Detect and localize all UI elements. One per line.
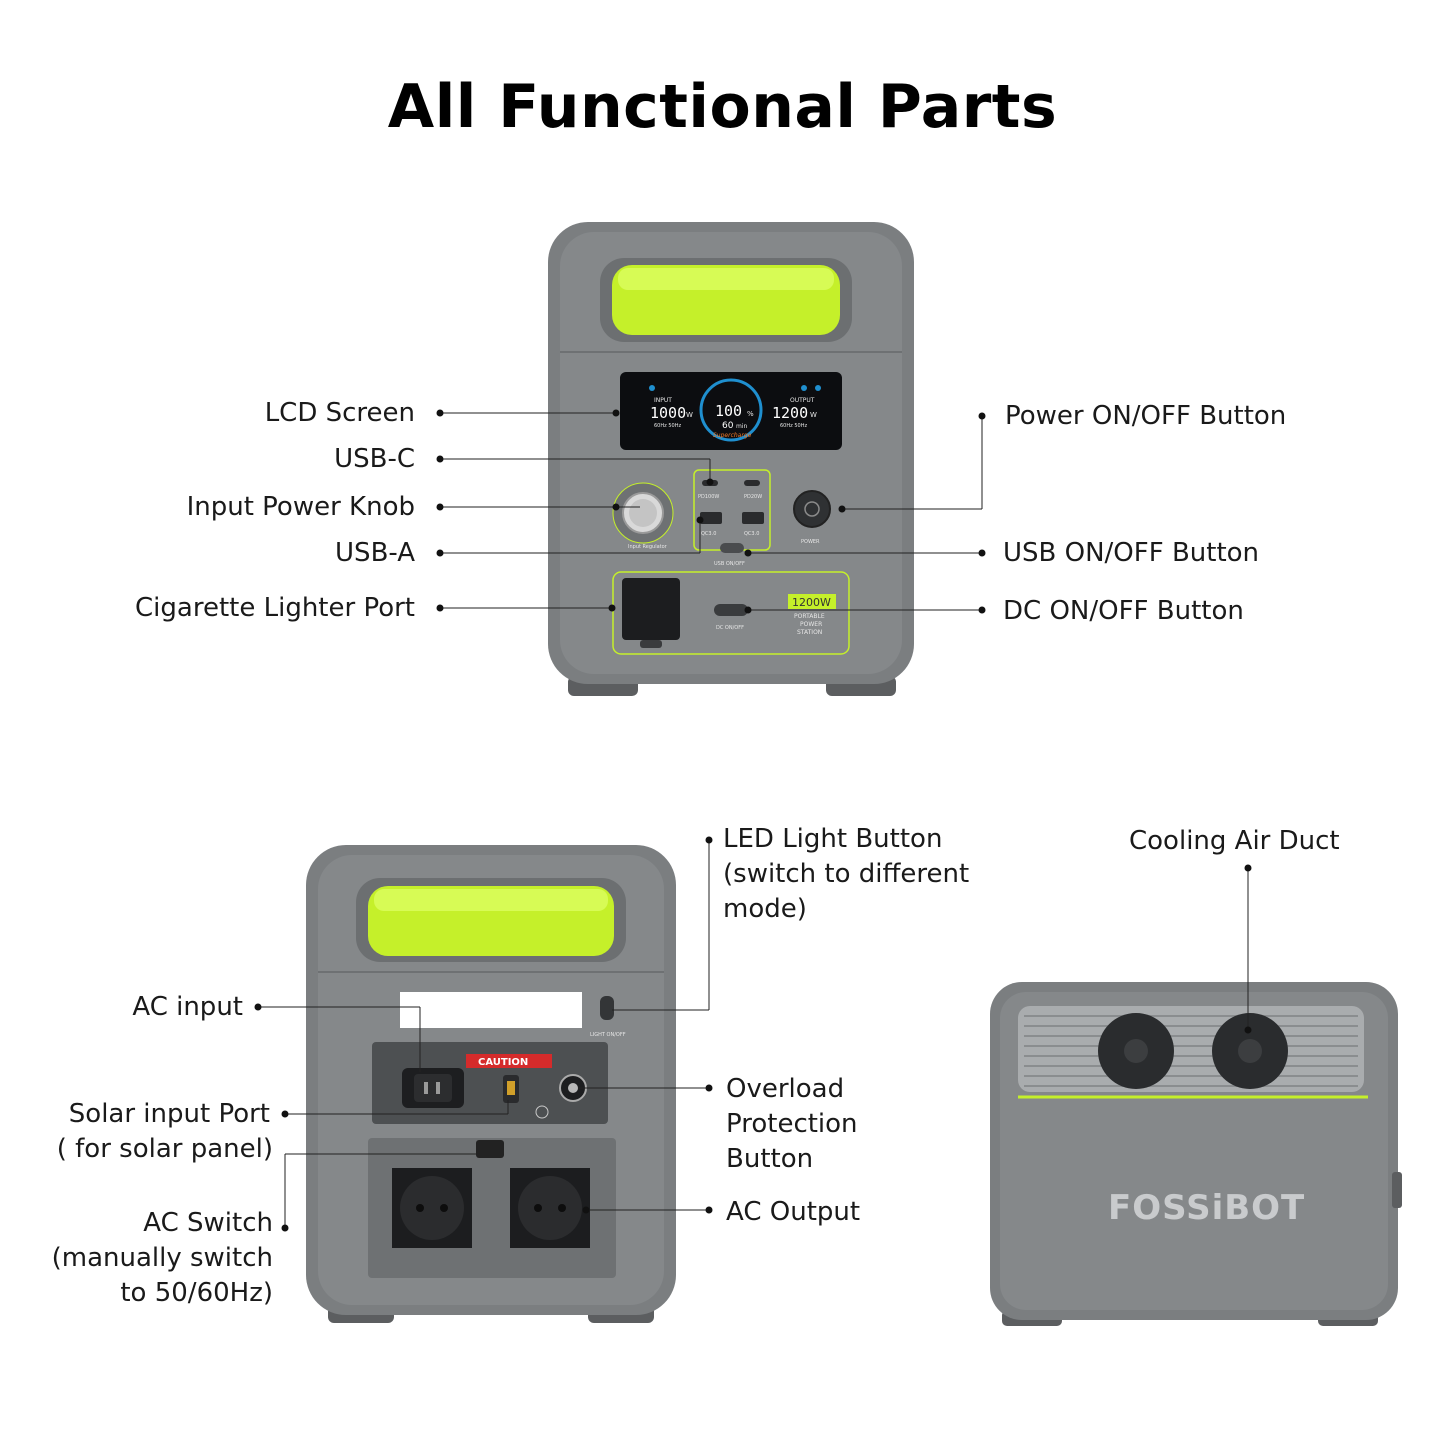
label-led-light-button-3: mode) bbox=[723, 894, 807, 924]
lcd-freq-left: 60Hz 50Hz bbox=[654, 423, 681, 429]
lcd-percent-unit: % bbox=[747, 410, 754, 418]
lcd-time-value: 60 bbox=[722, 421, 734, 431]
pd20w-label: PD20W bbox=[744, 494, 762, 500]
power-label: POWER bbox=[801, 539, 820, 545]
page-title: All Functional Parts bbox=[387, 72, 1058, 142]
cigarette-lighter-port bbox=[622, 578, 680, 640]
brand-logo: FOSSiBOT bbox=[1108, 1188, 1305, 1228]
badge-1200w bbox=[788, 594, 836, 609]
leader-dots bbox=[254, 409, 1252, 1232]
label-usb-button: USB ON/OFF Button bbox=[1003, 538, 1260, 568]
label-solar-input-2: ( for solar panel) bbox=[56, 1134, 273, 1164]
qc30-right-label: QC3.0 bbox=[744, 531, 759, 537]
badge-text: 1200W bbox=[792, 596, 831, 609]
lcd-freq-right: 60Hz 50Hz bbox=[780, 423, 807, 429]
power-button bbox=[793, 490, 831, 528]
pd100w-label: PD100W bbox=[698, 494, 719, 500]
station-line-2: POWER bbox=[800, 621, 822, 628]
lcd-dial bbox=[699, 378, 763, 442]
label-usb-a: USB-A bbox=[335, 538, 415, 568]
dc-onoff-label: DC ON/OFF bbox=[716, 625, 744, 631]
caution-text: CAUTION bbox=[478, 1057, 528, 1068]
label-ac-switch-2: (manually switch bbox=[51, 1243, 273, 1273]
caution-bar bbox=[466, 1054, 552, 1068]
label-overload-2: Protection bbox=[726, 1109, 858, 1139]
light-onoff-label: LIGHT ON/OFF bbox=[590, 1032, 626, 1038]
usb-a-port-right bbox=[742, 512, 764, 524]
leader-lines bbox=[258, 412, 1249, 1228]
cooling-air-duct bbox=[1018, 1006, 1364, 1092]
led-light-button bbox=[600, 996, 614, 1020]
label-overload-3: Button bbox=[726, 1144, 814, 1174]
label-led-light-button-2: (switch to different bbox=[723, 859, 970, 889]
lcd-output-unit: W bbox=[810, 411, 817, 419]
label-power-button: Power ON/OFF Button bbox=[1005, 401, 1287, 431]
side-device: FOSSiBOT bbox=[990, 982, 1402, 1326]
usb-c-port-right bbox=[744, 480, 760, 486]
lcd-screen bbox=[620, 372, 842, 450]
usb-a-port-left bbox=[700, 512, 722, 524]
label-ac-output: AC Output bbox=[726, 1197, 861, 1227]
label-overload-1: Overload bbox=[726, 1074, 845, 1104]
station-line-1: PORTABLE bbox=[794, 613, 825, 620]
label-ac-input: AC input bbox=[132, 992, 243, 1022]
label-ac-switch-1: AC Switch bbox=[143, 1208, 273, 1238]
white-label bbox=[400, 992, 582, 1028]
back-device: LIGHT ON/OFF CAUTION bbox=[306, 845, 676, 1323]
lcd-supercharge: Supercharge bbox=[713, 432, 752, 439]
lcd-time-unit: min bbox=[736, 423, 748, 430]
lcd-input-label: INPUT bbox=[654, 397, 672, 404]
ac-switch bbox=[476, 1140, 504, 1158]
dc-onoff-button bbox=[714, 604, 748, 616]
station-line-3: STATION bbox=[797, 629, 822, 636]
label-cooling-air-duct: Cooling Air Duct bbox=[1129, 826, 1340, 856]
knob-caption: Input Regulator bbox=[628, 544, 668, 550]
qc30-left-label: QC3.0 bbox=[701, 531, 716, 537]
usb-onoff-label: USB ON/OFF bbox=[714, 561, 745, 567]
label-input-power-knob: Input Power Knob bbox=[186, 492, 415, 522]
label-usb-c: USB-C bbox=[334, 444, 415, 474]
label-dc-button: DC ON/OFF Button bbox=[1003, 596, 1244, 626]
front-device: INPUT 1000 W 60Hz 50Hz 100 % 60 min Supe… bbox=[548, 222, 914, 696]
label-solar-input-1: Solar input Port bbox=[68, 1099, 270, 1129]
lcd-output-label: OUTPUT bbox=[790, 397, 815, 404]
vent-slats bbox=[1024, 1015, 1358, 1087]
lcd-input-value: 1000 bbox=[650, 404, 686, 422]
lcd-percent-value: 100 bbox=[715, 402, 742, 420]
lcd-output-value: 1200 bbox=[772, 404, 808, 422]
dc-panel bbox=[612, 571, 850, 655]
usb-onoff-button bbox=[720, 543, 744, 553]
label-lcd-screen: LCD Screen bbox=[264, 398, 415, 428]
lcd-input-unit: W bbox=[686, 411, 693, 419]
ac-outlet-right bbox=[510, 1168, 590, 1248]
label-led-light-button-1: LED Light Button bbox=[723, 824, 943, 854]
label-ac-switch-3: to 50/60Hz) bbox=[120, 1278, 273, 1308]
label-cigarette-lighter-port: Cigarette Lighter Port bbox=[135, 593, 415, 623]
ac-outlet-left bbox=[392, 1168, 472, 1248]
